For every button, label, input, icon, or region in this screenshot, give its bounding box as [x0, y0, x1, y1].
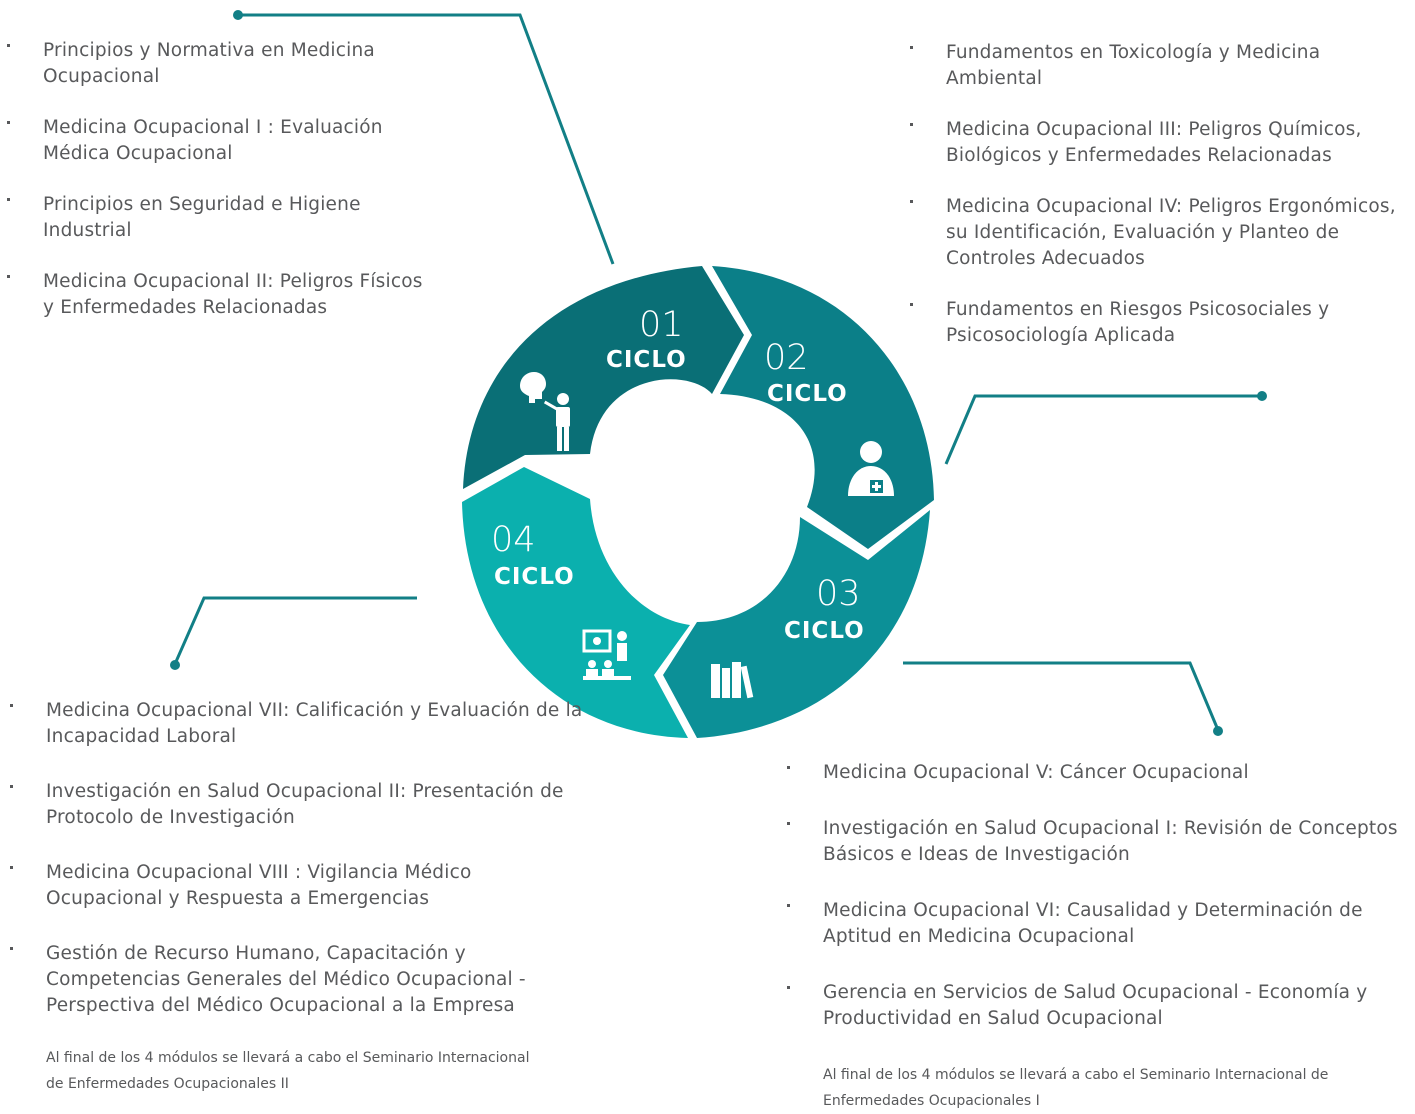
- ring-segment-ciclo1: [463, 266, 744, 489]
- cycle-number-01: 01: [639, 305, 684, 345]
- teacher-brain-icon: [520, 372, 570, 451]
- list-item: Medicina Ocupacional III: Peligros Quími…: [910, 117, 1415, 169]
- connector-dot-ciclo3: [1213, 726, 1223, 736]
- connector-ciclo3: [903, 661, 1220, 731]
- list-item: Fundamentos en Riesgos Psicosociales y P…: [910, 297, 1415, 349]
- cycle-label-02: CICLO: [767, 381, 848, 407]
- list-item: Medicina Ocupacional I : Evaluación Médi…: [7, 115, 427, 167]
- ciclo2-module-list: Fundamentos en Toxicología y Medicina Am…: [910, 40, 1415, 349]
- ring-segment-ciclo4: [462, 467, 690, 738]
- list-item: Medicina Ocupacional VII: Calificación y…: [10, 698, 590, 750]
- list-item: Medicina Ocupacional V: Cáncer Ocupacion…: [787, 760, 1415, 786]
- connector-dot-ciclo4: [170, 660, 180, 670]
- ciclo1-module-list: Principios y Normativa en Medicina Ocupa…: [7, 38, 427, 321]
- cycle-label-04: CICLO: [494, 564, 575, 590]
- list-item: Gestión de Recurso Humano, Capacitación …: [10, 941, 590, 1019]
- list-item: Investigación en Salud Ocupacional I: Re…: [787, 816, 1415, 868]
- classroom-presentation-icon: [582, 629, 631, 680]
- list-item: Medicina Ocupacional VI: Causalidad y De…: [787, 898, 1415, 950]
- cycle-label-01: CICLO: [606, 347, 687, 373]
- seminar-note-ciclo4: Al final de los 4 módulos se llevará a c…: [46, 1050, 530, 1092]
- list-item: Medicina Ocupacional VIII : Vigilancia M…: [10, 860, 590, 912]
- ciclo3-module-list: Medicina Ocupacional V: Cáncer Ocupacion…: [787, 760, 1415, 1114]
- list-item: Gerencia en Servicios de Salud Ocupacion…: [787, 980, 1415, 1032]
- connector-dot-ciclo1: [233, 10, 243, 20]
- seminar-note-ciclo3: Al final de los 4 módulos se llevará a c…: [823, 1067, 1329, 1109]
- list-item: Principios en Seguridad e Higiene Indust…: [7, 192, 427, 244]
- ring-center: [596, 416, 784, 604]
- list-item: Medicina Ocupacional IV: Peligros Ergonó…: [910, 194, 1415, 272]
- connector-ciclo4: [173, 596, 417, 665]
- connector-dot-ciclo2: [1257, 391, 1267, 401]
- doctor-icon: [848, 441, 894, 496]
- list-item: Investigación en Salud Ocupacional II: P…: [10, 779, 590, 831]
- ciclo4-module-list: Medicina Ocupacional VII: Calificación y…: [10, 698, 590, 1097]
- list-item: Medicina Ocupacional II: Peligros Físico…: [7, 269, 427, 321]
- cycle-number-04: 04: [491, 520, 536, 560]
- cycle-number-02: 02: [764, 338, 809, 378]
- list-item: Fundamentos en Toxicología y Medicina Am…: [910, 40, 1415, 92]
- connector-ciclo1: [238, 13, 615, 265]
- books-icon: [711, 662, 754, 699]
- connector-ciclo2: [944, 394, 1262, 465]
- cycle-label-03: CICLO: [784, 618, 865, 644]
- connector-lines: [173, 13, 1262, 731]
- list-item: Principios y Normativa en Medicina Ocupa…: [7, 38, 427, 90]
- cycle-number-03: 03: [816, 574, 861, 614]
